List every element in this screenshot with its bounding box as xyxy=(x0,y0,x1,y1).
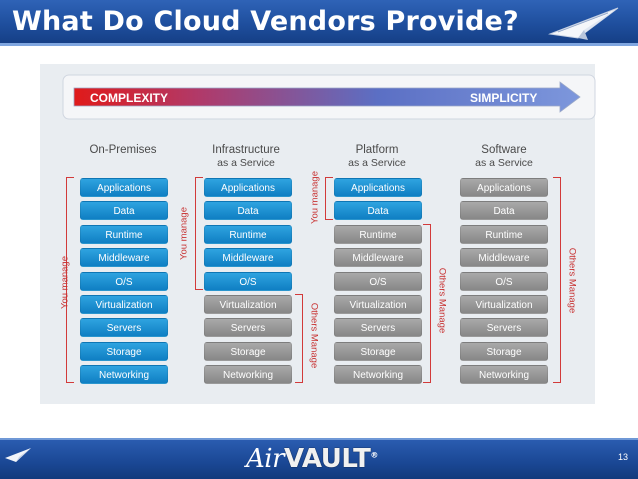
stack-item-data: Data xyxy=(204,201,292,221)
stack-item-servers: Servers xyxy=(460,318,548,338)
column-subtitle-text: as a Service xyxy=(348,157,406,169)
stack-item-applications: Applications xyxy=(460,178,548,197)
paper-plane-icon xyxy=(548,7,619,40)
column-title-saas: Software as a Service xyxy=(454,144,554,170)
stack-item-virtualization: Virtualization xyxy=(204,295,292,314)
stack-item-applications: Applications xyxy=(334,178,422,197)
stack-item-networking: Networking xyxy=(80,365,168,385)
column-title-text: Infrastructure xyxy=(212,144,280,156)
arrow-shape xyxy=(62,74,596,120)
you-manage-label: You manage xyxy=(309,171,321,225)
stack-item-o-s: O/S xyxy=(80,271,168,291)
simplicity-label: SIMPLICITY xyxy=(470,91,538,105)
stack-item-applications: Applications xyxy=(80,178,168,197)
stack-item-storage: Storage xyxy=(204,341,292,361)
others-manage-label: Others Manage xyxy=(308,302,320,369)
column-title-text: On-Premises xyxy=(89,144,157,156)
stack-item-runtime: Runtime xyxy=(460,224,548,244)
stack-item-o-s: O/S xyxy=(204,271,292,291)
stack-item-virtualization: Virtualization xyxy=(80,295,168,314)
column-title-iaas: Infrastructure as a Service xyxy=(196,144,296,170)
footer-bar xyxy=(0,438,638,479)
stack-item-storage: Storage xyxy=(460,341,548,361)
airvault-logo: AirVAULT® xyxy=(246,444,396,478)
stack-item-runtime: Runtime xyxy=(204,224,292,244)
column-title-paas: Platform as a Service xyxy=(327,144,427,170)
stack-item-middleware: Middleware xyxy=(460,248,548,268)
you-manage-bracket xyxy=(195,177,203,290)
others-manage-label: Others Manage xyxy=(566,247,578,314)
others-manage-bracket xyxy=(295,294,303,383)
stack-item-runtime: Runtime xyxy=(334,224,422,244)
stack-item-middleware: Middleware xyxy=(334,248,422,268)
stack-item-servers: Servers xyxy=(334,318,422,338)
stack-item-runtime: Runtime xyxy=(80,224,168,244)
others-manage-bracket xyxy=(423,224,431,383)
stack-item-applications: Applications xyxy=(204,178,292,197)
column-title-text: Platform xyxy=(355,144,399,156)
stack-item-servers: Servers xyxy=(80,318,168,338)
stack-item-virtualization: Virtualization xyxy=(334,295,422,314)
title-bar: What Do Cloud Vendors Provide? xyxy=(0,0,638,46)
column-title-text: Software xyxy=(481,144,527,156)
you-manage-label: You manage xyxy=(59,256,71,310)
you-manage-bracket xyxy=(325,177,333,220)
registered-mark: ® xyxy=(370,450,378,460)
page-number: 13 xyxy=(617,452,628,462)
column-subtitle-text: as a Service xyxy=(217,157,275,169)
stack-item-networking: Networking xyxy=(334,365,422,385)
you-manage-label: You manage xyxy=(178,207,190,261)
stack-item-data: Data xyxy=(334,201,422,221)
logo-vault-text: VAULT xyxy=(284,444,371,474)
stack-item-data: Data xyxy=(460,201,548,221)
logo-air-text: Air xyxy=(246,444,285,474)
stack-item-o-s: O/S xyxy=(460,271,548,291)
stack-item-storage: Storage xyxy=(80,341,168,361)
stack-item-virtualization: Virtualization xyxy=(460,295,548,314)
column-title-on-premises: On-Premises xyxy=(73,144,173,157)
others-manage-bracket xyxy=(553,177,561,383)
stack-item-servers: Servers xyxy=(204,318,292,338)
slide-title: What Do Cloud Vendors Provide? xyxy=(12,6,519,37)
paper-plane-icon xyxy=(5,448,31,462)
complexity-label: COMPLEXITY xyxy=(90,91,169,105)
others-manage-label: Others Manage xyxy=(436,267,448,334)
column-subtitle-text: as a Service xyxy=(475,157,533,169)
complexity-arrow: COMPLEXITY SIMPLICITY xyxy=(62,74,596,120)
stack-item-middleware: Middleware xyxy=(204,248,292,268)
stack-item-networking: Networking xyxy=(460,365,548,385)
stack-item-networking: Networking xyxy=(204,365,292,385)
stack-item-storage: Storage xyxy=(334,341,422,361)
stack-item-middleware: Middleware xyxy=(80,248,168,268)
stack-item-o-s: O/S xyxy=(334,271,422,291)
you-manage-bracket xyxy=(66,177,74,383)
stack-item-data: Data xyxy=(80,201,168,221)
